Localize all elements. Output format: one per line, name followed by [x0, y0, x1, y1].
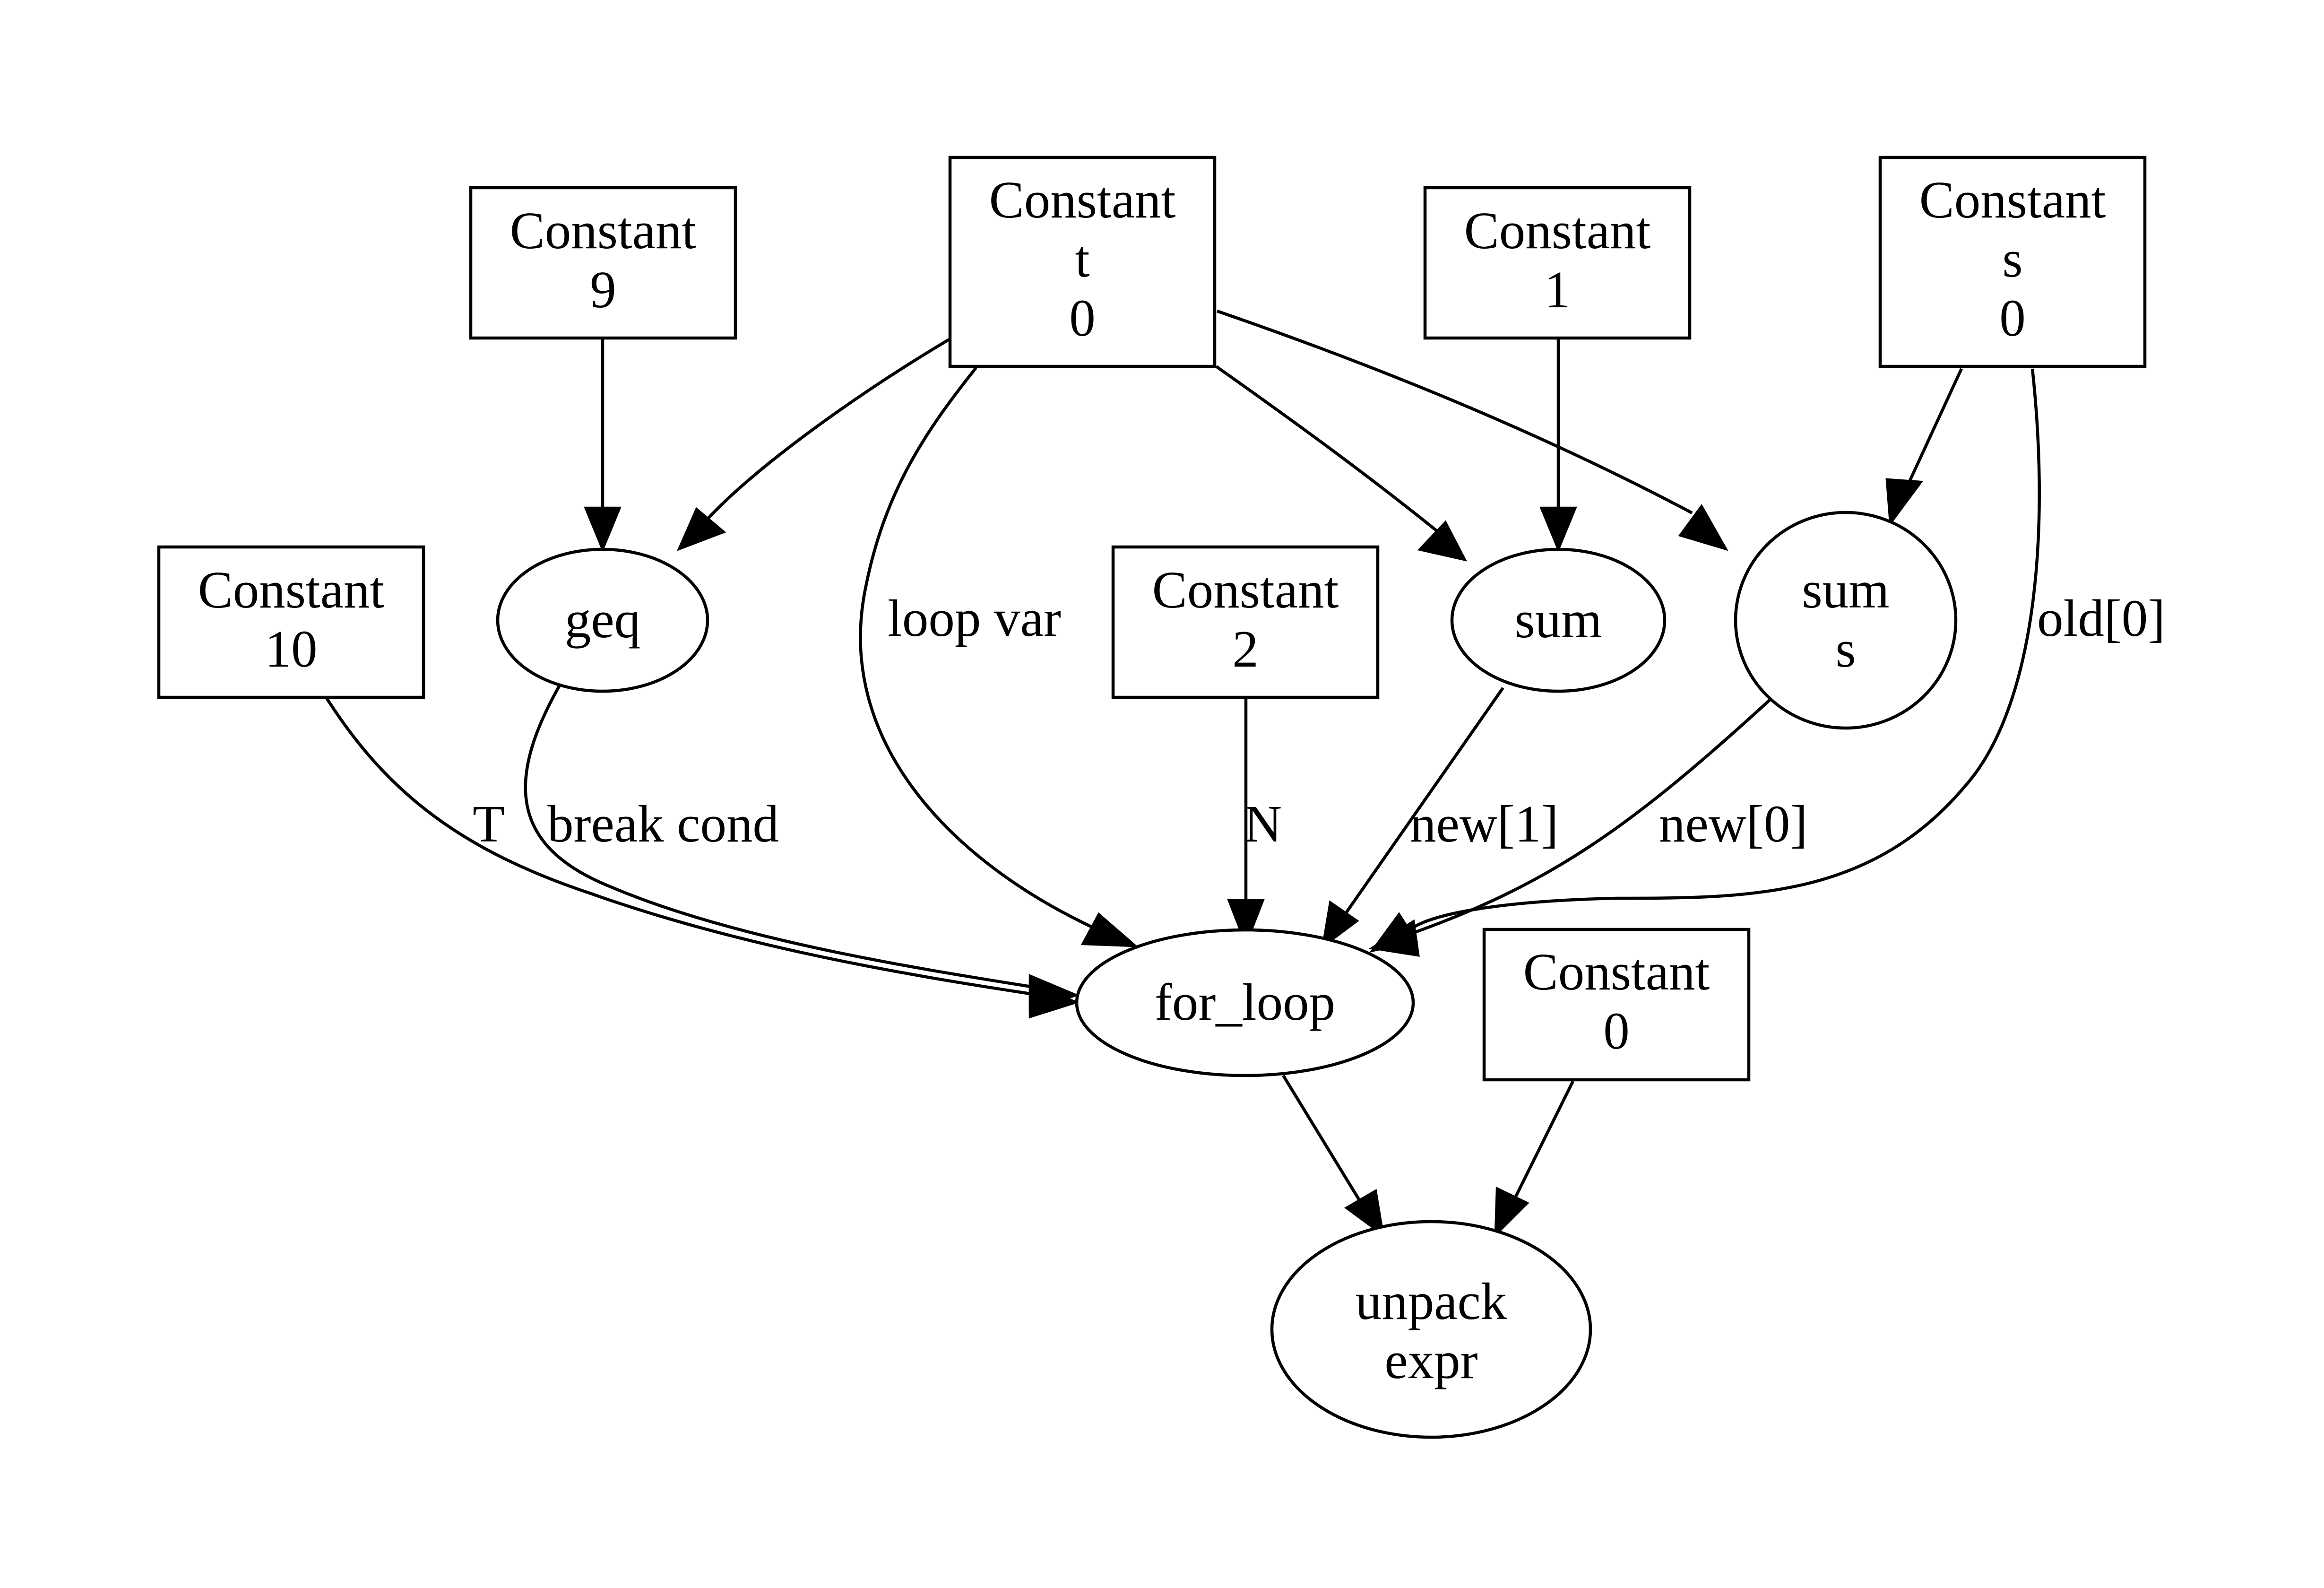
- node-for-loop-label: for_loop: [1155, 973, 1335, 1032]
- node-constant-s-0-line1: Constant: [1919, 171, 2106, 229]
- edge-c0-to-unpack: [1494, 1080, 1574, 1238]
- edge-for-loop-to-unpack: [1282, 1075, 1385, 1238]
- node-sum-label: sum: [1514, 591, 1602, 649]
- node-constant-9-line1: Constant: [510, 202, 697, 260]
- node-sum-s-line2: s: [1835, 620, 1856, 678]
- edge-label-old-0: old[0]: [2037, 590, 2165, 648]
- node-constant-9-line2: 9: [590, 261, 616, 319]
- node-geq-label: geq: [565, 591, 640, 649]
- node-constant-2-line1: Constant: [1152, 561, 1339, 619]
- node-constant-10-line1: Constant: [198, 561, 385, 619]
- edge-s0-to-for-loop: old[0]: [1369, 368, 2165, 957]
- node-constant-1-line2: 1: [1544, 261, 1571, 319]
- node-constant-0-line2: 0: [1603, 1002, 1630, 1060]
- node-constant-t-0: Constant t 0: [948, 156, 1217, 368]
- node-sum-s-line1: sum: [1802, 561, 1889, 619]
- edge-t0-to-for-loop: loop var: [859, 366, 1139, 947]
- edge-sums-to-for-loop: new[0]: [1369, 698, 1807, 953]
- node-constant-0: Constant 0: [1482, 928, 1751, 1082]
- edge-label-new-0: new[0]: [1659, 795, 1807, 853]
- node-constant-t-0-line3: 0: [1069, 289, 1096, 347]
- node-unpack-expr: unpack expr: [1270, 1220, 1592, 1439]
- node-sum-s: sum s: [1734, 511, 1958, 730]
- node-sum: sum: [1450, 547, 1667, 693]
- edge-s0-to-sum-s: [1885, 368, 1963, 527]
- node-constant-10: Constant 10: [157, 545, 425, 699]
- node-geq: geq: [496, 547, 709, 693]
- edge-t0-to-geq: [676, 338, 950, 551]
- node-constant-9: Constant 9: [469, 186, 737, 340]
- edge-label-t: T: [473, 795, 505, 853]
- node-constant-1: Constant 1: [1423, 186, 1692, 340]
- node-constant-s-0-line3: 0: [1999, 289, 2026, 347]
- edge-c9-to-geq: [584, 339, 622, 553]
- edge-c10-to-for-loop: T: [325, 696, 1080, 1019]
- node-constant-2-line2: 2: [1232, 620, 1259, 678]
- edge-t0-to-sum-s: [1216, 309, 1728, 551]
- edge-label-new-1: new[1]: [1410, 795, 1558, 853]
- node-constant-0-line1: Constant: [1523, 943, 1710, 1001]
- edge-label-n: N: [1244, 795, 1282, 853]
- edge-sum-to-for-loop: new[1]: [1321, 687, 1558, 949]
- node-unpack-expr-line2: expr: [1384, 1332, 1477, 1390]
- edge-c1-to-sum: [1539, 339, 1577, 553]
- node-constant-t-0-line2: t: [1075, 230, 1090, 288]
- edge-geq-to-for-loop: break cond: [524, 684, 1080, 1012]
- node-constant-s-0: Constant s 0: [1878, 156, 2147, 368]
- node-constant-2: Constant 2: [1111, 545, 1380, 699]
- edge-label-loop-var: loop var: [888, 590, 1061, 648]
- node-for-loop: for_loop: [1075, 928, 1415, 1077]
- node-constant-t-0-line1: Constant: [989, 171, 1176, 229]
- edge-c2-to-for-loop: N: [1227, 697, 1282, 947]
- edge-label-break-cond: break cond: [547, 795, 779, 853]
- edge-t0-to-sum: [1215, 365, 1468, 562]
- node-constant-s-0-line2: s: [2002, 230, 2022, 288]
- node-constant-10-line2: 10: [265, 620, 318, 678]
- node-constant-1-line1: Constant: [1464, 202, 1651, 260]
- node-unpack-expr-line1: unpack: [1356, 1273, 1507, 1331]
